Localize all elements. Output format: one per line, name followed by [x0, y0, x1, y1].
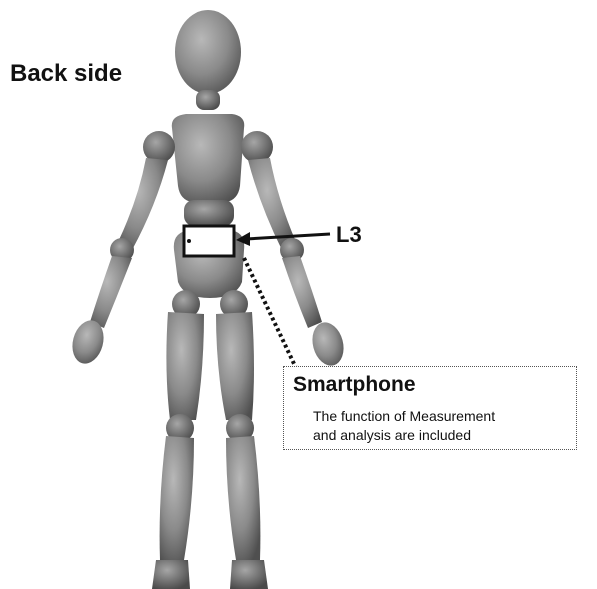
right-leg — [216, 312, 268, 589]
left-leg — [152, 312, 204, 589]
smartphone-icon — [184, 226, 234, 256]
view-title: Back side — [10, 60, 122, 88]
right-arm — [248, 158, 348, 369]
device-callout: Smartphone The function of Measurement a… — [283, 366, 577, 450]
device-description-line: The function of Measurement — [313, 407, 573, 426]
device-name: Smartphone — [293, 373, 416, 397]
device-description-line: and analysis are included — [313, 426, 573, 445]
mannequin-torso — [172, 114, 244, 298]
sensor-position-label: L3 — [336, 222, 362, 248]
device-description: The function of Measurement and analysis… — [313, 407, 573, 445]
left-arm — [68, 158, 168, 367]
mannequin-head — [175, 10, 241, 110]
